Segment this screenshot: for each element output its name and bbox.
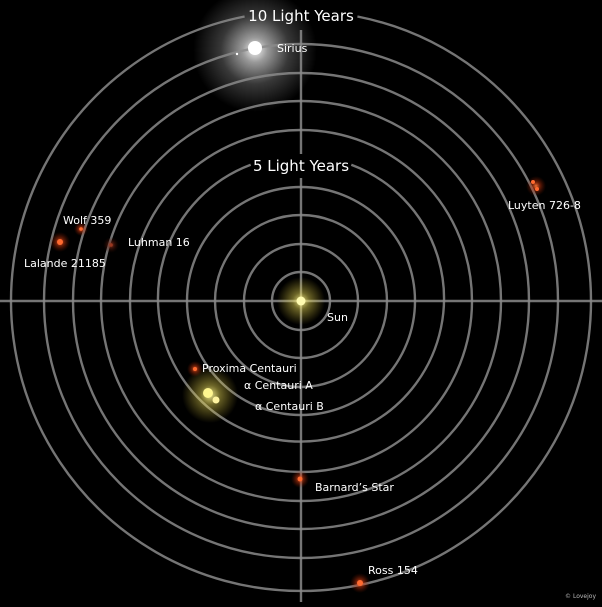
star-label-sirius: Sirius <box>277 42 308 55</box>
barnards-core <box>297 476 303 482</box>
luyten-glow <box>526 176 546 196</box>
star-label-luhman-16: Luhman 16 <box>128 236 190 249</box>
star-label-lalande-21185: Lalande 21185 <box>24 257 106 270</box>
ross-154-star <box>350 573 370 593</box>
sirius-b-core <box>235 52 239 56</box>
credit-text: © Lovejoy <box>565 593 596 600</box>
sirius-glow <box>193 0 317 112</box>
star-label-luyten-726-8: Luyten 726-8 <box>508 199 581 212</box>
luhman-core <box>109 243 113 247</box>
sun-core <box>296 296 306 306</box>
ring-label-5ly: 5 Light Years <box>253 157 349 175</box>
barnards-star-star <box>291 470 309 488</box>
luyten-b-core <box>535 187 539 191</box>
ross-core <box>357 580 363 586</box>
lalande-21185-star <box>50 232 70 252</box>
luyten-726-8-star <box>526 176 546 196</box>
wolf-core <box>79 227 83 231</box>
ring-label-10ly: 10 Light Years <box>248 7 354 25</box>
luyten-a-core <box>531 180 535 184</box>
alpha-centauri-system <box>182 367 238 423</box>
star-label-proxima-centauri: Proxima Centauri <box>202 362 297 375</box>
star-labels: Sirius Wolf 359 Lalande 21185 Luhman 16 … <box>24 42 581 577</box>
proxima-core <box>193 367 197 371</box>
sun-star <box>277 277 325 325</box>
alpha-centauri-a-core <box>203 388 213 398</box>
alpha-centauri-b-core <box>212 396 220 404</box>
star-label-ross-154: Ross 154 <box>368 564 418 577</box>
luhman-16-star <box>103 237 119 253</box>
star-label-sun: Sun <box>327 311 348 324</box>
star-label-alpha-centauri-b: α Centauri B <box>255 400 324 413</box>
sirius-star <box>235 41 262 56</box>
proxima-centauri-star <box>187 361 203 377</box>
star-label-alpha-centauri-a: α Centauri A <box>244 379 313 392</box>
wolf-359-star <box>74 222 88 236</box>
lalande-core <box>57 239 63 245</box>
star-label-wolf-359: Wolf 359 <box>63 214 111 227</box>
sirius-core <box>248 41 262 55</box>
star-label-barnards-star: Barnard’s Star <box>315 481 394 494</box>
